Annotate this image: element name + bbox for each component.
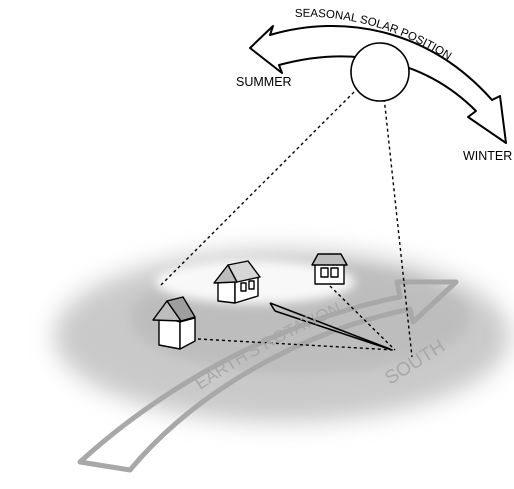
- sight-line-sun-to-left: [159, 74, 372, 287]
- house-icon: [152, 296, 196, 350]
- summer-label: SUMMER: [236, 75, 292, 89]
- earths-rotation-arrow: [77, 279, 459, 473]
- sight-line-south-to-house-left: [197, 338, 396, 351]
- house-icon: [311, 253, 348, 285]
- sight-lines: [159, 68, 413, 358]
- south-pointer-lines: [269, 302, 393, 351]
- winter-label: WINTER: [463, 149, 512, 163]
- seasonal-arc-arrow: [249, 25, 507, 144]
- sight-line-sun-to-south: [380, 68, 413, 358]
- sun-circle-icon: [350, 42, 410, 102]
- house-icon: [213, 260, 261, 304]
